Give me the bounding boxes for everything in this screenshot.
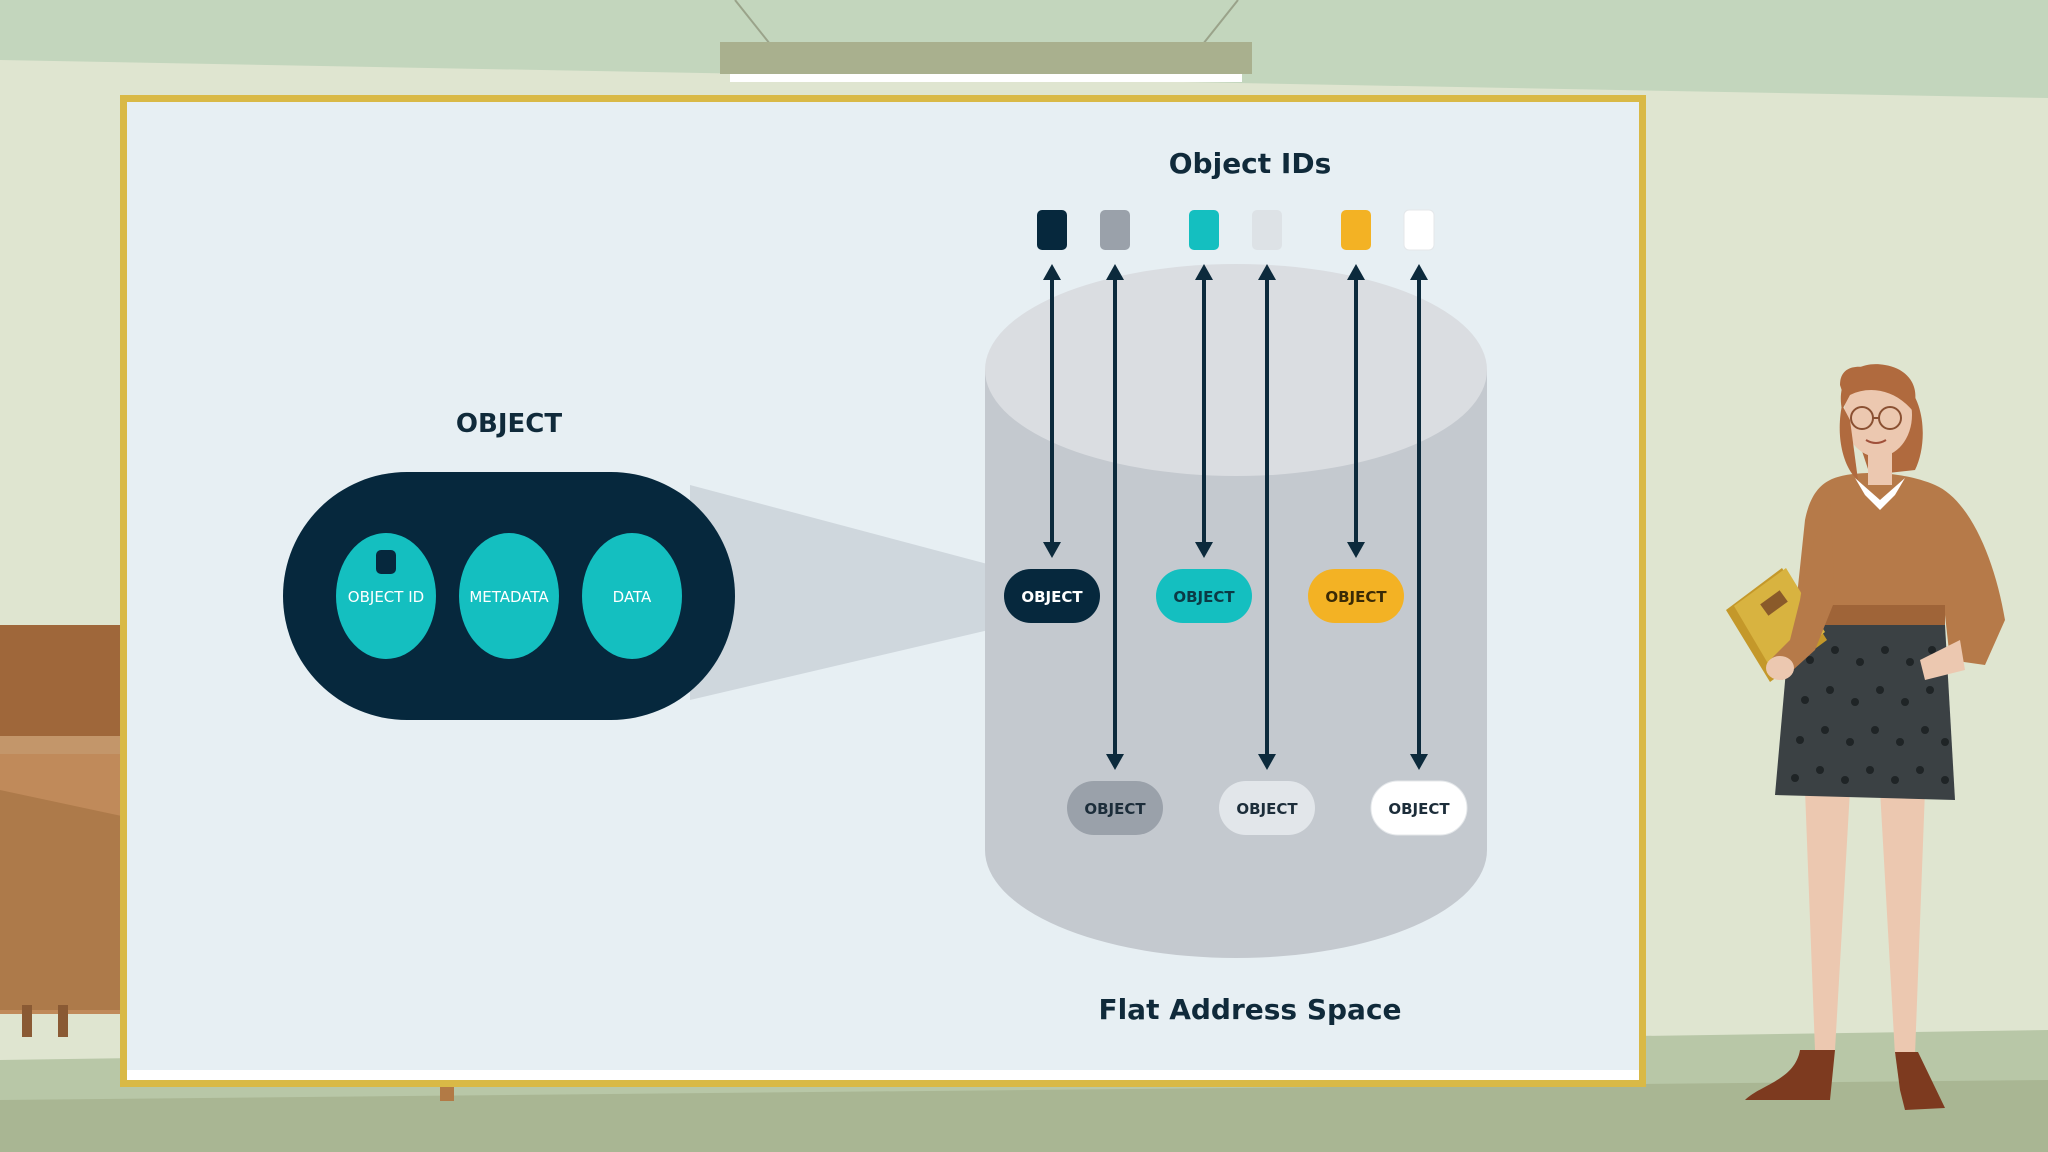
- arrow-head-down: [1195, 542, 1213, 558]
- object-pill: [1004, 569, 1100, 623]
- object-id-layer: OBJECT OBJECT OBJECT OBJECT OBJECT OBJECT: [1004, 209, 1468, 836]
- object-id-swatch: [1252, 210, 1282, 250]
- object-pill-label: OBJECT: [1325, 588, 1387, 606]
- object-pill: [1370, 780, 1468, 836]
- object-pill: [1156, 569, 1252, 623]
- object-id-swatch: [1100, 210, 1130, 250]
- arrow-head-up: [1410, 264, 1428, 280]
- object-ids-heading: Object IDs: [1169, 147, 1332, 180]
- arrow-head-up: [1347, 264, 1365, 280]
- object-id-swatch: [1189, 210, 1219, 250]
- flat-address-space-label: Flat Address Space: [1098, 993, 1401, 1026]
- object-part-object-id: OBJECT ID: [348, 588, 424, 606]
- object-id-marker: [376, 550, 396, 574]
- object-id-swatch: [1403, 209, 1435, 251]
- object-id-swatch: [1037, 210, 1067, 250]
- object-pill: [1308, 569, 1404, 623]
- object-pill: [1219, 781, 1315, 835]
- arrow-head-down: [1347, 542, 1365, 558]
- arrow-head-down: [1410, 754, 1428, 770]
- object-pill-label: OBJECT: [1236, 800, 1298, 818]
- woman-presenter-illustration: [1726, 364, 2005, 1110]
- arrow-head-down: [1258, 754, 1276, 770]
- object-capsule: OBJECT ID METADATA DATA: [283, 472, 735, 720]
- object-part-metadata: METADATA: [469, 588, 549, 606]
- object-part-data: DATA: [613, 588, 652, 606]
- object-heading: OBJECT: [456, 409, 562, 439]
- arrow-head-down: [1043, 542, 1061, 558]
- arrow-head-up: [1043, 264, 1061, 280]
- object-pill: [1067, 781, 1163, 835]
- object-pill-label: OBJECT: [1021, 588, 1083, 606]
- object-pill-label: OBJECT: [1173, 588, 1235, 606]
- arrow-head-up: [1195, 264, 1213, 280]
- object-id-swatch: [1341, 210, 1371, 250]
- object-pill-label: OBJECT: [1388, 800, 1450, 818]
- arrow-head-up: [1258, 264, 1276, 280]
- arrow-head-up: [1106, 264, 1124, 280]
- arrow-head-down: [1106, 754, 1124, 770]
- object-pill-label: OBJECT: [1084, 800, 1146, 818]
